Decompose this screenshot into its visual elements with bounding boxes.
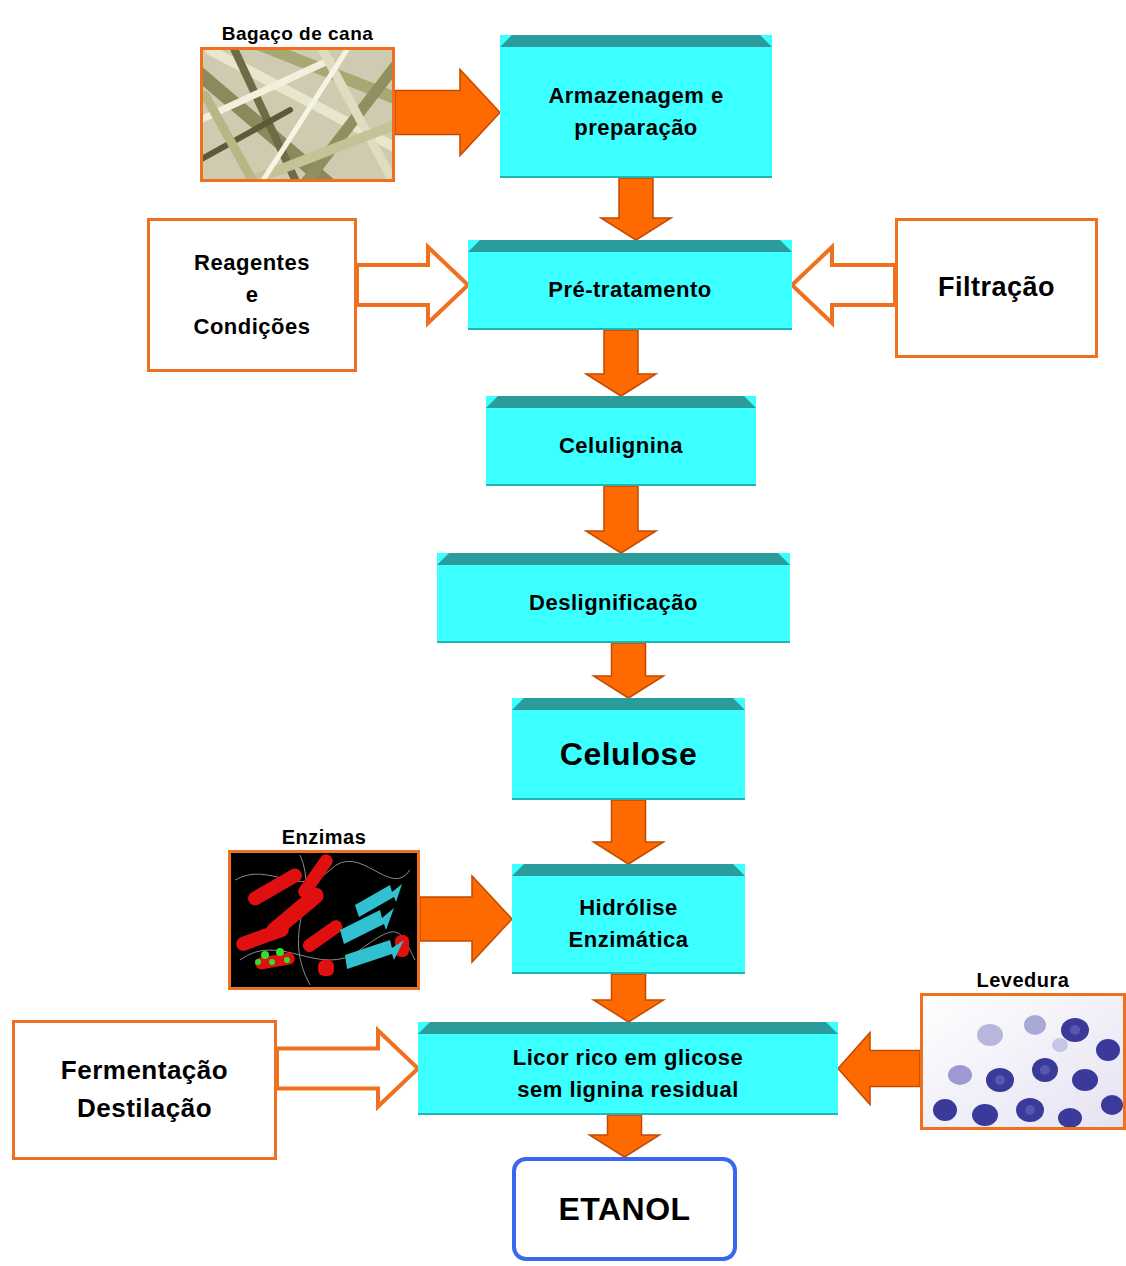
- box-bevel: [500, 35, 772, 47]
- box-bevel: [512, 698, 745, 710]
- picture-heading: Enzimas: [282, 826, 367, 848]
- process-box: Pré-tratamento: [468, 240, 792, 330]
- picture-box: Enzimas: [228, 850, 420, 990]
- input-box: Filtração: [895, 218, 1098, 358]
- picture-box: Bagaço de cana: [200, 47, 395, 182]
- block-arrow: [395, 70, 500, 156]
- box-bevel: [418, 1022, 838, 1034]
- picture-heading: Bagaço de cana: [222, 24, 374, 45]
- box-label: Celulignina: [559, 430, 683, 462]
- box-label: ETANOL: [558, 1186, 690, 1232]
- process-box: Hidrólise Enzimática: [512, 864, 745, 974]
- process-box: Deslignificação: [437, 553, 790, 643]
- block-arrow: [594, 643, 664, 698]
- block-arrow: [594, 800, 664, 864]
- input-box: Fermentação Destilação: [12, 1020, 277, 1160]
- process-box: Celulignina: [486, 396, 756, 486]
- box-label: Fermentação Destilação: [45, 1052, 245, 1127]
- box-label: Reagentes e Condições: [191, 247, 313, 343]
- result-box: ETANOL: [512, 1157, 737, 1261]
- picture-box: Levedura: [920, 993, 1126, 1130]
- block-arrow: [420, 876, 512, 962]
- enzyme-render: [228, 850, 420, 990]
- block-arrow: [586, 330, 656, 396]
- box-label: Licor rico em glicose sem lignina residu…: [499, 1042, 757, 1106]
- box-bevel: [512, 864, 745, 876]
- box-label: Pré-tratamento: [548, 274, 711, 306]
- block-arrow: [590, 1115, 660, 1157]
- picture-heading: Levedura: [977, 969, 1070, 991]
- box-label: Filtração: [938, 268, 1055, 307]
- yeast-micrograph: [920, 993, 1126, 1130]
- box-bevel: [468, 240, 792, 252]
- block-arrow: [838, 1033, 920, 1105]
- box-label: Deslignificação: [529, 587, 698, 619]
- block-arrow: [594, 974, 664, 1022]
- input-box: Reagentes e Condições: [147, 218, 357, 372]
- process-box: Armazenagem e preparação: [500, 35, 772, 178]
- process-box: Celulose: [512, 698, 745, 800]
- block-arrow: [601, 178, 671, 240]
- box-label: Celulose: [560, 731, 697, 777]
- outline-arrow: [357, 247, 468, 323]
- box-bevel: [437, 553, 790, 565]
- block-arrow: [586, 486, 656, 553]
- box-bevel: [486, 396, 756, 408]
- process-box: Licor rico em glicose sem lignina residu…: [418, 1022, 838, 1115]
- outline-arrow: [792, 247, 895, 323]
- bagasse-photo: [200, 47, 395, 182]
- box-label: Hidrólise Enzimática: [539, 892, 719, 956]
- outline-arrow: [277, 1031, 418, 1107]
- box-label: Armazenagem e preparação: [536, 80, 736, 144]
